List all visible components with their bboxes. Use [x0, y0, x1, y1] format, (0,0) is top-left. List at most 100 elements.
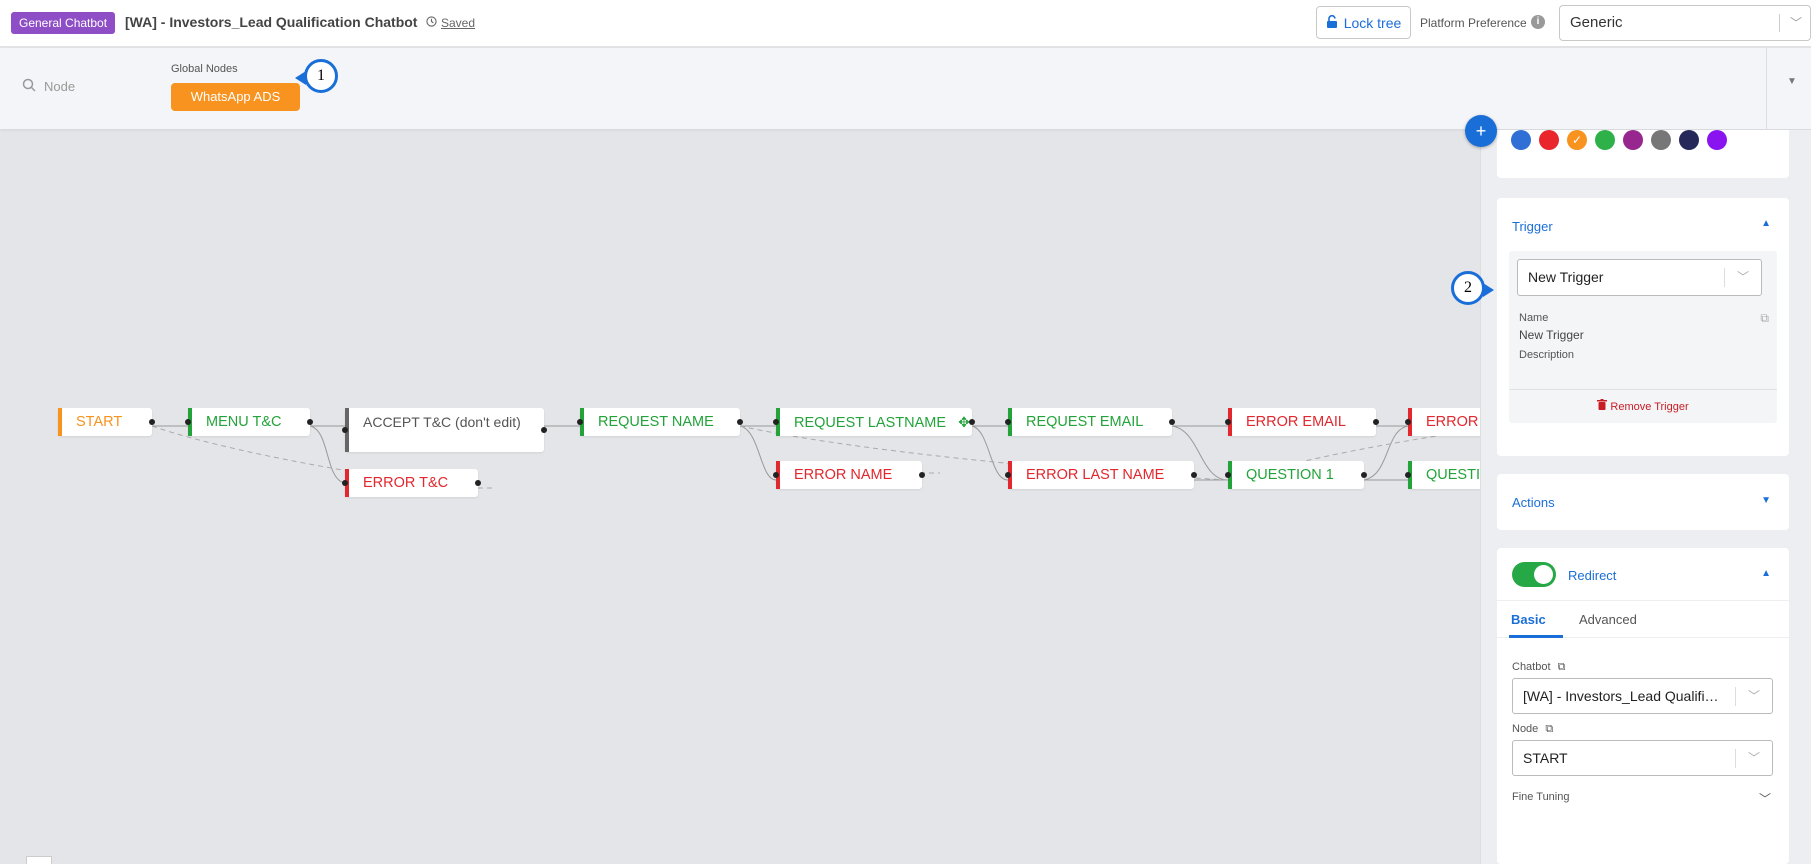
caret-up-icon[interactable]: ▲ [1761, 218, 1771, 229]
color-swatch-7[interactable] [1679, 130, 1699, 150]
output-port[interactable] [919, 472, 925, 478]
trigger-description-label: Description [1519, 349, 1575, 361]
redirect-toggle[interactable] [1512, 562, 1556, 587]
input-port[interactable] [185, 419, 191, 425]
search-input[interactable]: Node [44, 79, 76, 94]
trigger-select-value: New Trigger [1528, 269, 1604, 285]
flow-node-error-tc[interactable]: ERROR T&C [342, 469, 481, 497]
color-swatch-5[interactable] [1623, 130, 1643, 150]
color-swatch-selected[interactable]: ✓ [1567, 130, 1587, 150]
lock-tree-button[interactable]: Lock tree [1316, 6, 1411, 39]
input-port[interactable] [773, 419, 779, 425]
add-node-button[interactable]: + [1465, 115, 1497, 147]
fine-tuning-label[interactable]: Fine Tuning [1512, 791, 1570, 803]
output-port[interactable] [1191, 472, 1197, 478]
color-swatch-8[interactable] [1707, 130, 1727, 150]
select-separator [1735, 687, 1736, 706]
trigger-select[interactable]: New Trigger ﹀ [1517, 259, 1762, 296]
node-toolbar: Node Global Nodes WhatsApp ADS ▼ [0, 48, 1811, 129]
chevron-down-icon[interactable]: ﹀ [1758, 792, 1771, 806]
flow-node-start[interactable]: START [58, 408, 155, 436]
output-port[interactable] [1373, 419, 1379, 425]
node-label-text: Node [1512, 723, 1539, 735]
clock-icon [426, 16, 437, 30]
input-port[interactable] [1225, 419, 1231, 425]
color-swatches: ✓ [1511, 130, 1727, 150]
flow-node-error-last-name[interactable]: ERROR LAST NAME [1005, 461, 1197, 489]
trigger-name-label: Name [1519, 312, 1549, 324]
color-swatch-4[interactable] [1595, 130, 1615, 150]
saved-label: Saved [441, 16, 476, 30]
chevron-down-icon: ﹀ [1747, 741, 1760, 775]
platform-preference-value: Generic [1570, 14, 1623, 31]
input-port[interactable] [1005, 419, 1011, 425]
search-icon [22, 78, 36, 95]
input-port[interactable] [577, 419, 583, 425]
global-nodes-label: Global Nodes [171, 63, 238, 75]
divider [1766, 48, 1767, 129]
output-port[interactable] [541, 427, 547, 433]
color-swatch-6[interactable] [1651, 130, 1671, 150]
trigger-section-title[interactable]: Trigger [1512, 219, 1553, 234]
move-icon[interactable]: ✥ [958, 414, 970, 430]
flow-node-error-name[interactable]: ERROR NAME [773, 461, 925, 489]
caret-down-icon[interactable]: ▼ [1787, 76, 1797, 87]
external-link-icon[interactable]: ⧉ [1557, 661, 1566, 673]
canvas-zoom-control[interactable] [26, 856, 52, 864]
output-port[interactable] [969, 419, 975, 425]
save-status[interactable]: Saved [426, 16, 475, 30]
trigger-details: New Trigger ﹀ Name ⧉ New Trigger Descrip… [1509, 251, 1777, 423]
tab-advanced[interactable]: Advanced [1579, 612, 1637, 627]
flow-node-request-lastname[interactable]: REQUEST LASTNAME ✥ [773, 408, 975, 436]
output-port[interactable] [1169, 419, 1175, 425]
global-node-whatsapp-ads[interactable]: WhatsApp ADS [171, 83, 300, 111]
output-port[interactable] [475, 480, 481, 486]
caret-down-icon[interactable]: ▼ [1761, 495, 1771, 506]
color-swatch-1[interactable] [1511, 130, 1531, 150]
flow-node-menu-tc[interactable]: MENU T&C [185, 408, 313, 436]
chatbot-select[interactable]: [WA] - Investors_Lead Qualifi… ﹀ [1512, 678, 1773, 714]
chatbot-select-value: [WA] - Investors_Lead Qualifi… [1523, 688, 1719, 704]
actions-section-title[interactable]: Actions [1512, 495, 1555, 510]
external-link-icon[interactable]: ⧉ [1545, 723, 1554, 735]
node-label: ERROR [1426, 414, 1479, 430]
actions-card[interactable]: Actions ▼ [1497, 474, 1789, 530]
output-port[interactable] [307, 419, 313, 425]
color-swatch-2[interactable] [1539, 130, 1559, 150]
input-port[interactable] [1225, 472, 1231, 478]
node-label: QUESTION 1 [1246, 467, 1334, 483]
input-port[interactable] [773, 472, 779, 478]
output-port[interactable] [737, 419, 743, 425]
input-port[interactable] [342, 427, 348, 433]
redirect-section-title[interactable]: Redirect [1568, 568, 1617, 583]
output-port[interactable] [1361, 472, 1367, 478]
input-port[interactable] [1405, 419, 1411, 425]
node-select[interactable]: START ﹀ [1512, 740, 1773, 776]
external-link-icon[interactable]: ⧉ [1760, 311, 1769, 325]
flow-node-request-email[interactable]: REQUEST EMAIL [1005, 408, 1175, 436]
redirect-tabs: Basic Advanced [1497, 600, 1789, 638]
input-port[interactable] [1005, 472, 1011, 478]
input-port[interactable] [1405, 472, 1411, 478]
node-label: ERROR T&C [363, 475, 449, 491]
flow-node-request-name[interactable]: REQUEST NAME [577, 408, 743, 436]
flow-node-error-email[interactable]: ERROR EMAIL [1225, 408, 1379, 436]
info-icon[interactable]: i [1531, 15, 1545, 29]
output-port[interactable] [149, 419, 155, 425]
input-port[interactable] [342, 480, 348, 486]
top-bar: General Chatbot [WA] - Investors_Lead Qu… [0, 0, 1811, 47]
flow-node-question-1[interactable]: QUESTION 1 [1225, 461, 1367, 489]
trigger-name-value: New Trigger [1519, 328, 1584, 342]
flow-node-accept-tc[interactable]: ACCEPT T&C (don't edit) [342, 408, 547, 452]
flow-canvas[interactable]: START MENU T&C ACCEPT T&C (don't edit) E… [0, 130, 1508, 864]
node-search[interactable]: Node [22, 78, 75, 95]
select-separator [1724, 268, 1725, 287]
caret-up-icon[interactable]: ▲ [1761, 568, 1771, 579]
remove-trigger-button[interactable]: Remove Trigger [1509, 389, 1777, 413]
platform-preference-select[interactable]: Generic ﹀ [1559, 5, 1811, 41]
chevron-down-icon: ﹀ [1789, 16, 1802, 30]
node-properties-panel: ✓ Trigger ▲ New Trigger ﹀ Name ⧉ New Tri… [1480, 130, 1811, 864]
tab-basic[interactable]: Basic [1511, 612, 1546, 627]
chatbot-field-label: Chatbot ⧉ [1512, 661, 1565, 674]
node-label: QUESTI [1426, 467, 1480, 483]
